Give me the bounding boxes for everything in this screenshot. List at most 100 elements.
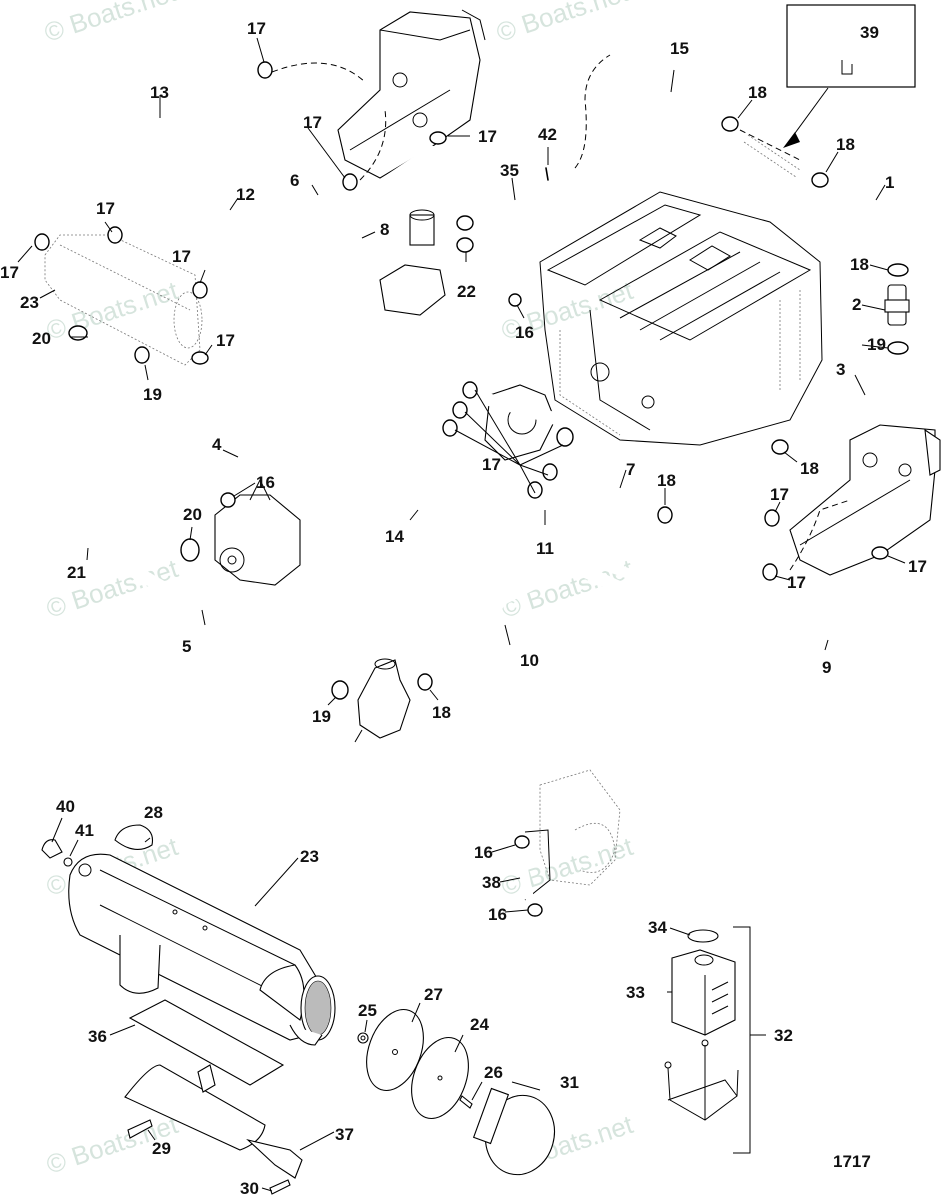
clamp	[762, 563, 778, 581]
leader-lines-bottom	[51, 817, 691, 1192]
routing-line	[271, 62, 366, 83]
clamp	[657, 506, 673, 524]
washer	[357, 1032, 369, 1044]
clamp	[331, 680, 349, 700]
clamp	[180, 538, 200, 562]
hoses	[8, 68, 907, 687]
bracket-foot	[246, 1138, 303, 1179]
clamp	[887, 341, 909, 355]
callout-38: 38	[482, 873, 501, 892]
bolt	[269, 1179, 291, 1195]
callout-19a: 19	[867, 335, 886, 354]
callout-41: 41	[75, 821, 94, 840]
clamp	[811, 172, 829, 188]
clamp	[257, 61, 273, 79]
callout-17c: 17	[478, 127, 497, 146]
callout-9: 9	[822, 658, 831, 677]
callout-19b: 19	[143, 385, 162, 404]
callout-26: 26	[484, 1063, 503, 1082]
callout-7: 7	[626, 460, 635, 479]
callout-17i: 17	[770, 485, 789, 504]
callout-labels: 1 2 3 4 5 6 7 8 9 10 11 12 13 14 15 16 1…	[0, 19, 927, 1198]
callout-16c: 16	[474, 843, 493, 862]
clamp	[556, 427, 574, 447]
clamp	[456, 215, 474, 231]
callout-23b: 23	[300, 847, 319, 866]
callout-28: 28	[144, 803, 163, 822]
clamp	[542, 463, 558, 481]
fitting-2	[884, 284, 910, 326]
callout-4: 4	[212, 435, 222, 454]
callout-10: 10	[520, 651, 539, 670]
clamp	[34, 233, 50, 251]
callout-12: 12	[236, 185, 255, 204]
hose-clamp-large	[472, 1087, 555, 1176]
screw	[459, 1095, 473, 1109]
leader-lines	[17, 37, 889, 463]
callout-16a: 16	[515, 323, 534, 342]
clamp	[764, 509, 780, 527]
reservoir-cap	[687, 929, 719, 943]
callout-17h: 17	[482, 455, 501, 474]
clamp	[462, 381, 478, 399]
callout-20b: 20	[183, 505, 202, 524]
clamp	[220, 492, 236, 508]
callout-24: 24	[470, 1015, 489, 1034]
drain-plug	[41, 839, 63, 859]
callout-6: 6	[290, 171, 299, 190]
exhaust-manifold-top	[337, 9, 486, 179]
callout-33: 33	[626, 983, 645, 1002]
clamp	[191, 351, 209, 365]
watermark: © Boats.net	[493, 0, 633, 48]
clamp	[771, 439, 789, 455]
callout-17a: 17	[247, 19, 266, 38]
clamp	[456, 237, 474, 253]
callout-18d: 18	[800, 459, 819, 478]
reservoir-bracket	[667, 1045, 739, 1121]
clamp	[342, 173, 358, 191]
water-pump	[214, 478, 301, 586]
callout-8: 8	[380, 220, 389, 239]
callout-17j: 17	[787, 573, 806, 592]
callout-5: 5	[182, 637, 191, 656]
clamp	[442, 419, 458, 437]
exhaust-manifold-right	[789, 424, 941, 576]
callout-19c: 19	[312, 707, 331, 726]
callout-35: 35	[500, 161, 519, 180]
callout-18f: 18	[432, 703, 451, 722]
callout-3: 3	[836, 360, 845, 379]
callout-17b: 17	[303, 113, 322, 132]
thermostat	[379, 209, 446, 316]
callout-16d: 16	[488, 905, 507, 924]
filter-mesh	[304, 980, 332, 1036]
pipe-39	[743, 134, 801, 178]
callout-17d: 17	[96, 199, 115, 218]
callout-27: 27	[424, 985, 443, 1004]
figure-number: 1717	[833, 1152, 871, 1171]
watermark: © Boats.net	[41, 0, 181, 48]
callout-1: 1	[885, 173, 894, 192]
clamp	[508, 293, 522, 307]
routing-line	[739, 129, 801, 161]
coolant-reservoir	[664, 926, 766, 1154]
clamp	[871, 546, 889, 560]
bracket-tab	[197, 1064, 216, 1093]
clamps	[34, 61, 909, 700]
engine-block	[539, 191, 823, 446]
clamp	[887, 263, 909, 277]
clamp	[452, 401, 468, 419]
part-39-inset	[783, 4, 916, 148]
clamp	[429, 131, 447, 145]
bracket	[124, 1064, 266, 1151]
callout-36: 36	[88, 1027, 107, 1046]
callout-37: 37	[335, 1125, 354, 1144]
callout-23a: 23	[20, 293, 39, 312]
callout-2: 2	[852, 295, 861, 314]
heat-exchanger-ghost	[44, 234, 203, 366]
leader-lines-mid	[86, 389, 906, 706]
clamp	[721, 116, 739, 132]
callout-25: 25	[358, 1001, 377, 1020]
callout-18a: 18	[748, 83, 767, 102]
gasket	[128, 999, 285, 1086]
